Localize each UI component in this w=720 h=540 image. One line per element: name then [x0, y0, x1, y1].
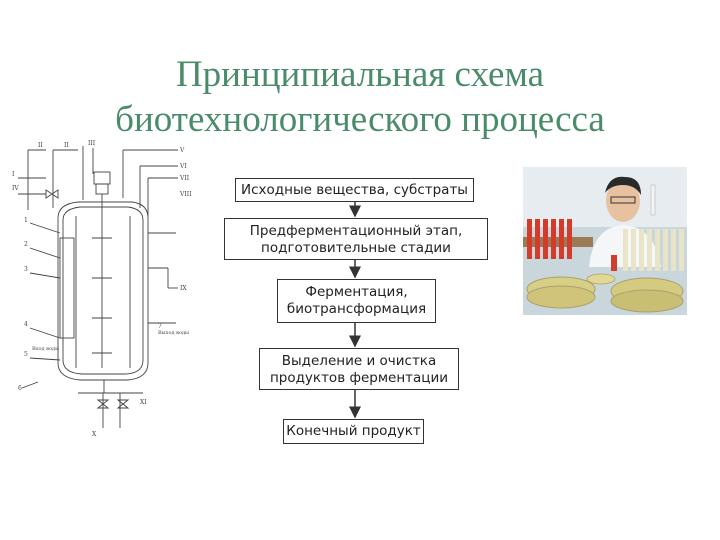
- reactor-number: 2: [24, 241, 28, 248]
- reactor-label: I: [12, 171, 15, 178]
- reactor-label: V: [179, 147, 185, 154]
- flow-step-purification: Выделение и очистка продуктов ферментаци…: [259, 348, 459, 390]
- reactor-label: III: [88, 140, 96, 147]
- reactor-label: IV: [12, 185, 19, 192]
- lab-photo: [523, 167, 687, 315]
- title-line-1: Принципиальная схема: [175, 54, 545, 95]
- flow-step-text: Выделение и очистка: [281, 353, 437, 369]
- reactor-label: VII: [179, 175, 190, 182]
- reactor-number: 1: [24, 217, 28, 224]
- slide-title: Принципиальная схема биотехнологического…: [0, 52, 720, 142]
- flow-step-substrates: Исходные вещества, субстраты: [235, 178, 474, 202]
- reactor-number: 3: [24, 266, 28, 273]
- reactor-label: IX: [180, 285, 187, 292]
- reactor-label: II: [38, 142, 43, 149]
- reactor-number: 4: [24, 321, 28, 328]
- flow-step-text: Ферментация,: [305, 284, 408, 300]
- reactor-label: X: [92, 431, 97, 438]
- flow-step-text: биотрансформация: [286, 301, 427, 317]
- flow-step-text: подготовительные стадии: [261, 240, 451, 256]
- fermenter-schematic: II II III I V IV VI VII VIII IX X XI 1 2…: [12, 140, 192, 438]
- title-line-2: биотехнологического процесса: [115, 99, 605, 140]
- flow-step-preparation: Предферментационный этап, подготовительн…: [224, 218, 488, 260]
- reactor-number: 7: [158, 323, 162, 330]
- flow-step-final-product: Конечный продукт: [283, 419, 424, 444]
- flow-step-text: Конечный продукт: [286, 423, 421, 439]
- reactor-label: VI: [179, 163, 187, 170]
- reactor-label: XI: [140, 399, 147, 406]
- flow-step-text: Предферментационный этап,: [249, 223, 463, 239]
- reactor-number: 6: [18, 385, 22, 392]
- reactor-label: VIII: [179, 191, 192, 198]
- water-outlet-label: Выход воды: [158, 330, 189, 336]
- reactor-number: 5: [24, 351, 28, 358]
- reactor-label: II: [64, 142, 69, 149]
- flow-step-text: Исходные вещества, субстраты: [241, 182, 468, 198]
- flow-step-text: продуктов ферментации: [269, 370, 449, 386]
- water-inlet-label: Вход воды: [32, 346, 59, 352]
- flow-step-fermentation: Ферментация, биотрансформация: [277, 279, 436, 323]
